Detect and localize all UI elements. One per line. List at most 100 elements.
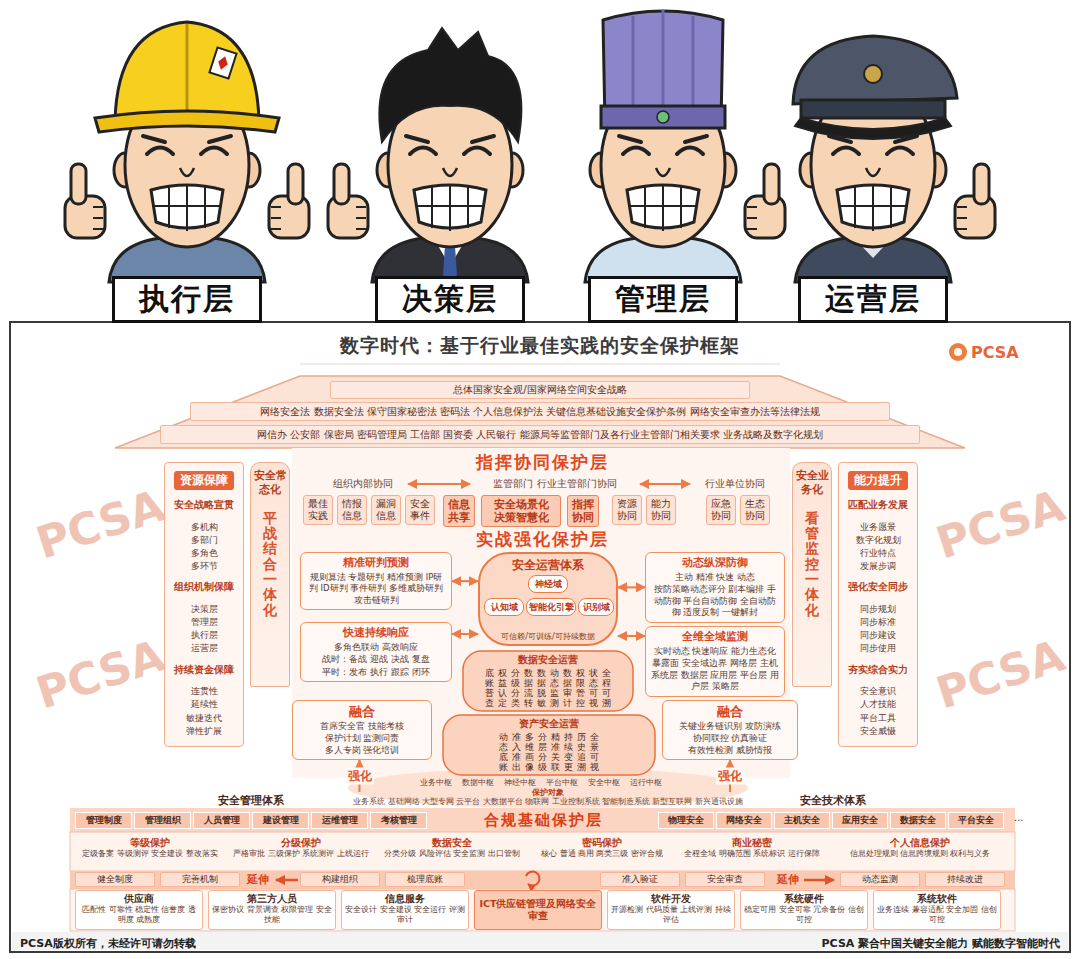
node-heading: 实战强化保护层	[476, 528, 609, 551]
node-text: 强化安全同步	[848, 581, 908, 594]
base-cell: 安全审查	[685, 872, 765, 887]
connector	[408, 483, 470, 485]
node-heading: 行业单位协同	[705, 478, 765, 491]
base-cell: 持续改进	[925, 872, 1005, 887]
worker-figure	[65, 164, 105, 238]
node-heading: 资源协同	[615, 498, 639, 522]
logo-text: PCSA	[971, 343, 1019, 362]
operator-figure	[955, 164, 995, 238]
domain-pill: 认知域	[484, 598, 524, 616]
node-heading: 梳理底账	[407, 873, 443, 886]
node-text: 持续资金保障	[174, 664, 234, 677]
system-band: 管理制度管理组织人员管理建设管理运维管理考核管理安全管理体系	[75, 792, 427, 830]
node-text: 动态底账	[499, 733, 508, 773]
node-text: 按防策略动态评分 剧本编排 手动防御 平台自动防御 全自动防御 适度反制 一键解…	[651, 584, 779, 618]
node-heading: 个人信息保护	[890, 836, 950, 849]
node-heading: 资源保障	[174, 471, 234, 490]
brain-outline	[479, 553, 617, 645]
node-heading: 动态监测	[862, 873, 898, 886]
node-heading: 构建组织	[322, 873, 358, 886]
node-text: 平时：发布 执行 跟踪 闭环	[322, 667, 429, 678]
node-text: 分类分级 风险评估 安全监测 出口管制	[384, 849, 519, 859]
node-heading: 神经域	[535, 578, 562, 591]
fusion-box: 融合首席安全官 技能考核保护计划 监测问责多人专岗 强化培训	[292, 700, 432, 760]
layer-heading: 指挥协同保护层	[300, 451, 785, 474]
operator-figure	[795, 118, 951, 139]
protection-group: 个人信息保护信息处理规则 信息跨境规则 权利与义务	[832, 834, 1008, 870]
pillar: 安全业务化看管监控一体化	[792, 462, 832, 687]
node-heading: 信息共享	[446, 498, 472, 524]
domain-pill: 识别域	[578, 598, 614, 616]
node-heading: 认知域	[491, 601, 518, 614]
node-heading: 管理组织	[145, 814, 181, 827]
node-heading: 分级保护	[281, 836, 321, 849]
section-label: 保护对象	[532, 787, 564, 798]
node-text: 全程全域 明确范围 系统标识 运行保障	[684, 849, 819, 859]
title-rule	[300, 364, 780, 365]
node-heading: 网络安全法 数据安全法 保守国家秘密法 密码法 个人信息保护法 关键信息基础设施…	[260, 405, 819, 419]
base-band	[70, 871, 1015, 889]
node-heading: 完善机制	[182, 873, 218, 886]
cycle-icon	[526, 872, 539, 886]
manager-figure	[633, 10, 693, 108]
item-pill: 情报信息	[337, 495, 367, 525]
worker-figure	[95, 111, 279, 132]
side-panel: 能力提升匹配业务发展业务愿景 数字化规划 行业特点 发展步调强化安全同步同步规划…	[838, 462, 918, 747]
role-label: 运营层	[798, 276, 948, 323]
node-heading: 智能化引擎	[529, 601, 574, 614]
node-text: 可信赖/可训练/可持续数据	[501, 631, 594, 642]
executive-figure	[379, 28, 521, 142]
footer-text: PCSA 聚合中国关键安全能力 赋能数字智能时代	[822, 936, 1060, 951]
brain-shape: 神经域认知域智能化引擎识别域 安全运营体系可信赖/可训练/可持续数据	[478, 552, 618, 646]
node-heading: 持续改进	[947, 873, 983, 886]
node-heading: 安全管理体系	[75, 793, 427, 808]
node-text: 核心 普通 商用 两类三级 密评合规	[541, 849, 663, 859]
node-heading: 密码保护	[582, 836, 622, 849]
column-row: 底账普查权益认定分级分类数据流转数据脱敏动态监测数据审计权限管控状态可视全程可溯	[485, 669, 611, 709]
node-text: 严格审批 三级保护 系统测评 上线运行	[233, 849, 368, 859]
node-heading: 数据安全运营	[518, 653, 578, 667]
node-heading: 商业秘密	[732, 836, 772, 849]
node-heading: 识别域	[583, 601, 610, 614]
node-text: 连贯性 延续性 敏捷迭代 弹性扩展	[178, 685, 230, 737]
connector	[640, 483, 690, 485]
node-heading: 准入验证	[622, 873, 658, 886]
node-text: 决策层 管理层 执行层 运营层	[178, 603, 230, 655]
node-heading: 组织内部协同	[333, 478, 393, 491]
node-heading: 全维全域监测	[682, 630, 748, 645]
node-heading: 运营层	[825, 279, 921, 320]
worker-figure	[216, 55, 230, 71]
node-heading: 安全运营体系	[512, 557, 584, 574]
object-list: 业务系统 基础网络 大型专网 云平台 大数据平台 物联网 工业控制系统 智能制造…	[353, 797, 742, 807]
node-heading: 情报信息	[340, 498, 364, 522]
hub-label: 运行中枢	[630, 777, 662, 788]
node-text: 实时动态 快速响应 能力生态化	[654, 646, 776, 657]
connector	[618, 586, 645, 588]
system-cell: 物理安全	[658, 812, 714, 829]
coordination-tag: 组织内部协同	[318, 476, 408, 492]
node-text: 业务愿景 数字化规划 行业特点 发展步调	[852, 521, 904, 573]
base-box: 软件开发开源检测 代码质量 上线评测 持续评估	[607, 890, 735, 930]
node-text: 分层分级	[538, 733, 547, 773]
node-text: 暴露面 安全域边界 网络层 主机系统层 数据层 应用层 平台层 用户层 策略层	[651, 658, 779, 692]
node-heading: 最佳实践	[306, 498, 330, 522]
manager-figure	[601, 106, 725, 128]
node-text: 保护计划 监测问责	[325, 733, 400, 745]
extend-label: 延伸	[246, 872, 270, 887]
extend-arrow	[276, 879, 298, 882]
system-cell: 运维管理	[311, 812, 368, 829]
node-heading: 安全审查	[707, 873, 743, 886]
disc-stage: 资产安全运营动态底账准入准出多维画像分层分级精准关联持续变更历史追溯全景可视	[442, 714, 656, 776]
node-text: 稳定可用 安全可靠 冗余备份 信创可控	[744, 905, 864, 925]
node-text: 动态监测	[550, 669, 559, 709]
system-cell: 网络安全	[716, 812, 772, 829]
base-band	[70, 889, 1015, 931]
node-heading: 生态协同	[743, 498, 767, 522]
base-box: 系统硬件稳定可用 安全可靠 冗余备份 信创可控	[740, 890, 868, 930]
executive-figure	[328, 28, 528, 282]
operator-figure	[801, 100, 945, 118]
node-heading: 运维管理	[322, 814, 358, 827]
node-text: 持续变更	[564, 733, 573, 773]
watermark: PCSA	[930, 629, 1070, 718]
system-cell: 管理制度	[75, 812, 132, 829]
